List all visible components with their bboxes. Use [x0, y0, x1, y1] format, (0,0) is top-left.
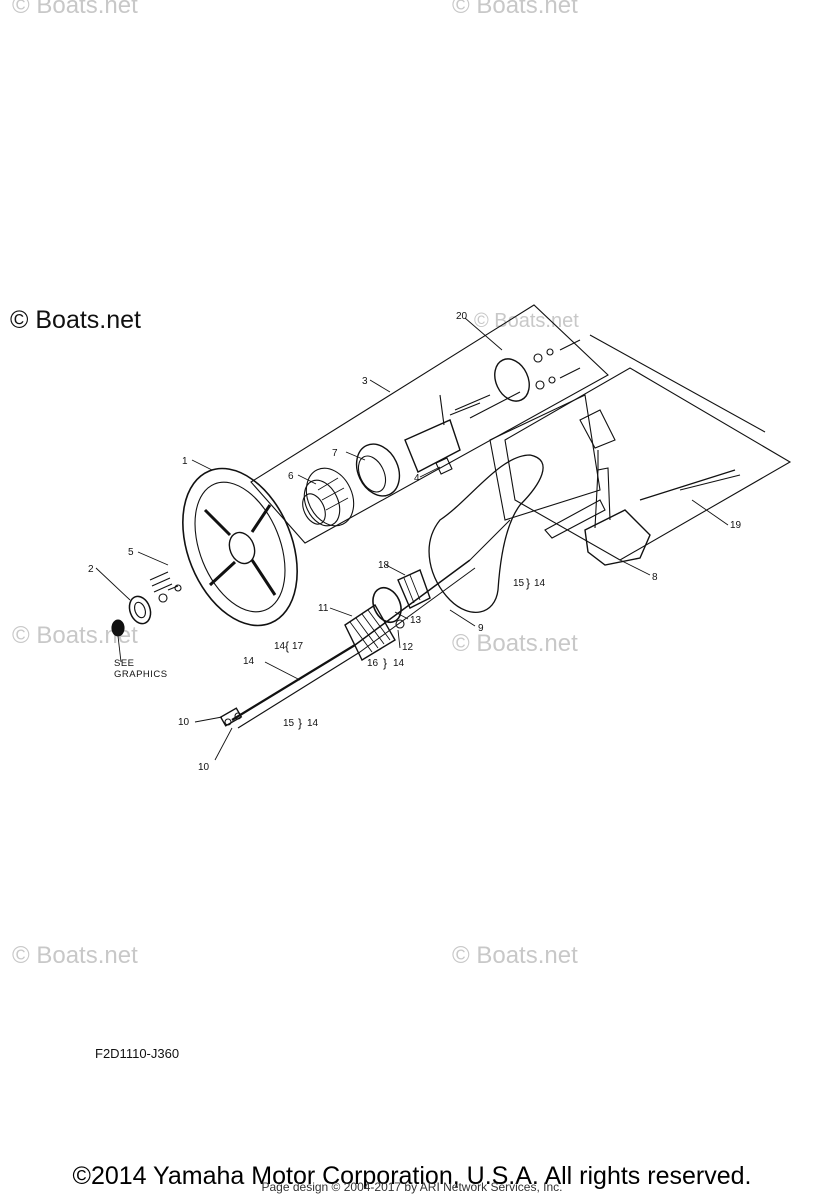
steering-wheel [182, 467, 298, 627]
diagram-code: F2D1110-J360 [95, 1046, 180, 1061]
column-body [404, 391, 521, 475]
remote-control [544, 409, 741, 566]
cable-end [219, 707, 243, 727]
callout-3: 3 [362, 376, 368, 387]
watermark: © Boats.net [452, 942, 578, 969]
callout-14b: 14 [243, 656, 255, 667]
subassembly-box-9 [489, 394, 601, 521]
svg-text:}: } [526, 576, 530, 590]
callout-16: 16 [367, 658, 379, 669]
callout-12: 12 [402, 642, 414, 653]
callout-1: 1 [182, 456, 188, 467]
callout-10b: 10 [198, 762, 210, 773]
callout-14c: 14 [393, 658, 405, 669]
watermark: © Boats.net [452, 0, 578, 19]
grouping-braces: { } } } [285, 576, 530, 730]
callout-13: 13 [410, 615, 422, 626]
column-cover [302, 467, 355, 527]
subassembly-box-3 [250, 304, 609, 544]
clamp-screw [395, 619, 405, 629]
callout-18: 18 [378, 560, 390, 571]
callout-20: 20 [456, 311, 468, 322]
callout-5: 5 [128, 547, 134, 558]
bracket-plate [428, 454, 544, 613]
svg-text:{: { [285, 639, 289, 653]
clamp [372, 586, 402, 624]
see-graphics-line2: GRAPHICS [114, 669, 168, 680]
watermark-main: © Boats.net [10, 306, 141, 334]
callout-7: 7 [332, 448, 338, 459]
callout-8: 8 [652, 572, 658, 583]
callout-4: 4 [414, 473, 420, 484]
callout-6: 6 [288, 471, 294, 482]
callout-14d: 14 [307, 718, 319, 729]
page-design-credit: Page design © 2004-2017 by ARI Network S… [261, 1180, 563, 1194]
callout-11: 11 [318, 603, 329, 614]
callout-17: 17 [292, 641, 304, 652]
housing [355, 443, 401, 497]
callout-19: 19 [730, 520, 742, 531]
boot [344, 604, 396, 661]
see-graphics-line1: SEE [114, 658, 135, 669]
callout-2: 2 [88, 564, 94, 575]
flange [494, 339, 581, 402]
copyright-notice: ©2014 Yamaha Motor Corporation, U.S.A. A… [72, 1162, 752, 1190]
svg-text:}: } [298, 716, 302, 730]
bolt-set [149, 571, 182, 603]
grommet [397, 569, 431, 609]
callout-10a: 10 [178, 717, 190, 728]
leader-lines [95, 317, 729, 761]
watermark: © Boats.net [452, 630, 578, 657]
callout-15a: 15 [283, 718, 295, 729]
callout-14e: 14 [534, 578, 546, 589]
watermark: © Boats.net [12, 0, 138, 19]
callout-9: 9 [478, 623, 484, 634]
svg-text:}: } [383, 656, 387, 670]
control-cable [231, 519, 511, 729]
callout-14a: 14 [274, 641, 286, 652]
subassembly-box-8 [504, 367, 792, 561]
wheel-cap [111, 595, 152, 637]
watermark: © Boats.net [12, 942, 138, 969]
callout-15b: 15 [513, 578, 525, 589]
